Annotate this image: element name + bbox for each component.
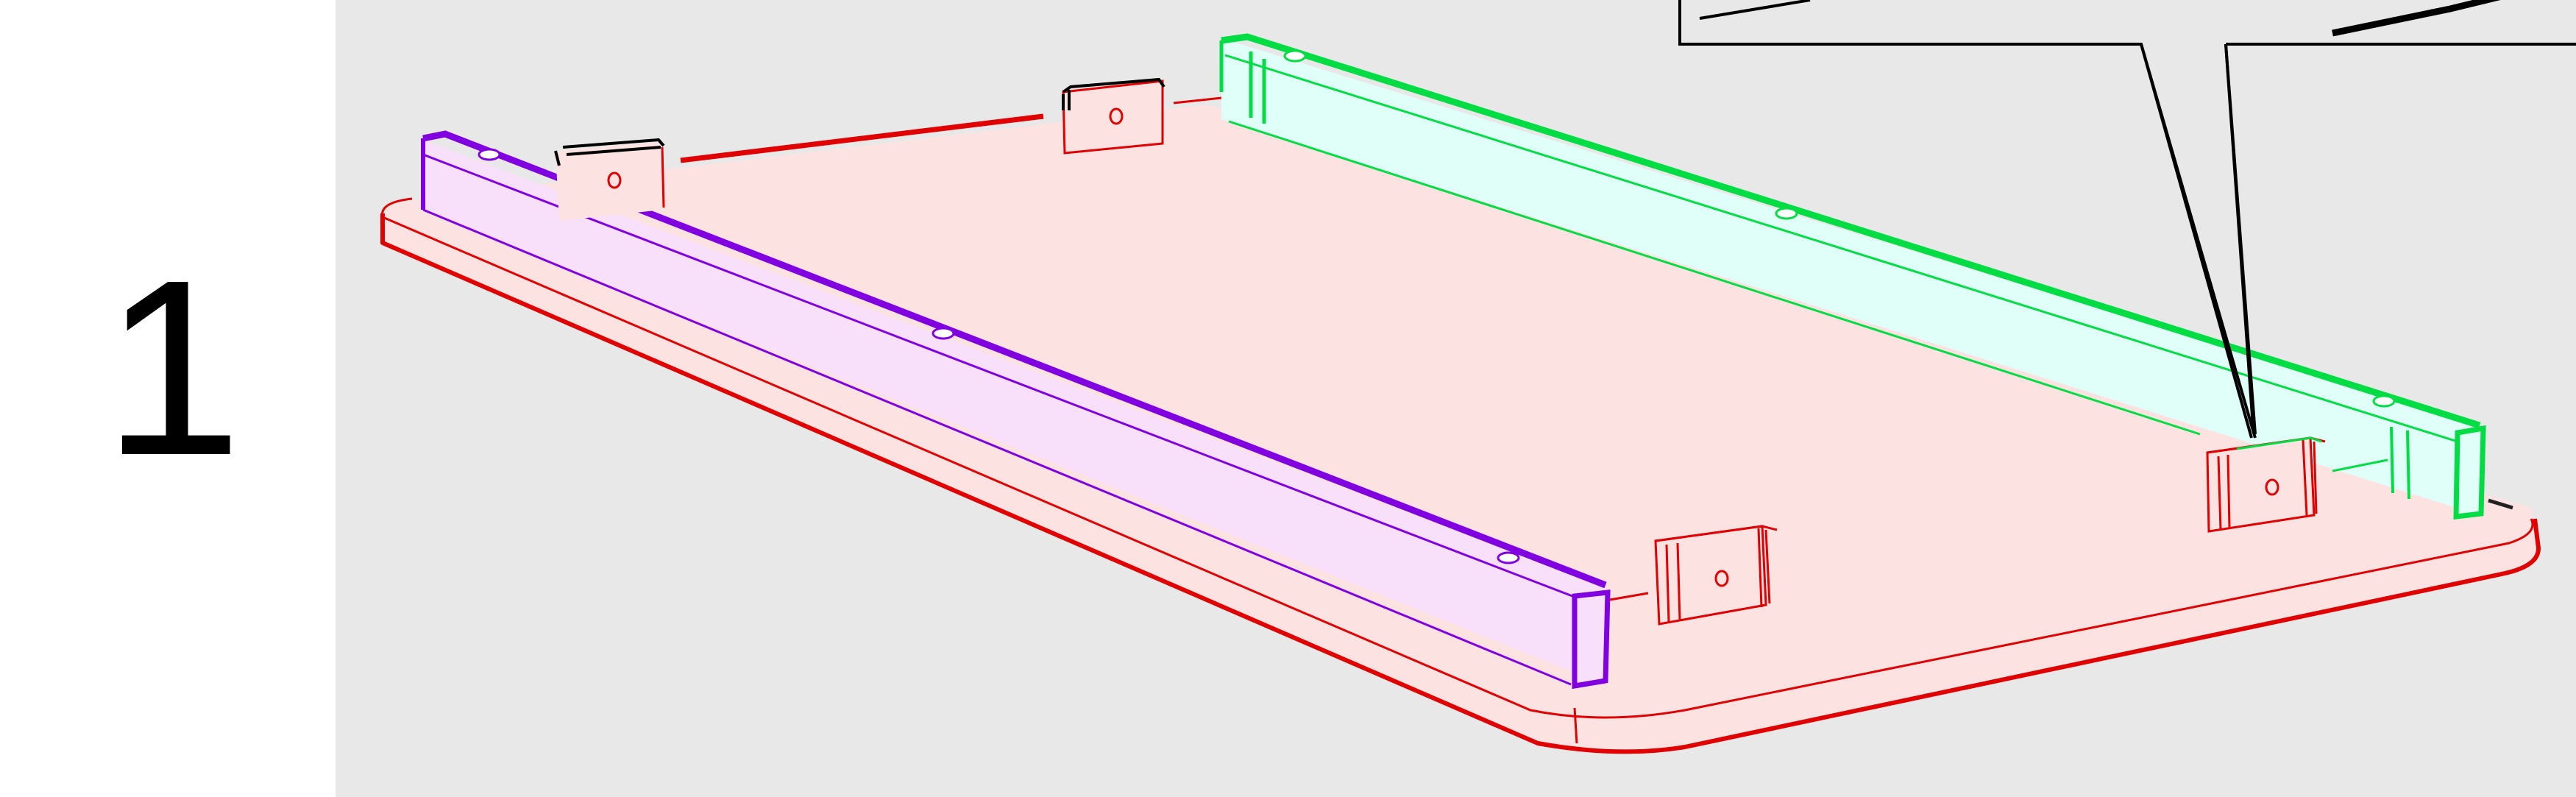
screw-hole-icon [933, 328, 954, 339]
callout-detail-line-left [1700, 0, 1810, 18]
callout-detail-line-right [2332, 0, 2502, 33]
screw-hole-icon [1498, 553, 1519, 563]
mounting-bracket-back-left [556, 140, 664, 221]
screw-hole-icon [479, 149, 500, 160]
screw-hole-icon [1776, 208, 1797, 219]
left-rail-right-end [1575, 592, 1608, 686]
screw-hole-icon [2374, 396, 2394, 406]
right-rail-right-end [2456, 428, 2483, 517]
board-back-edge-2 [1174, 97, 1229, 103]
mounting-bracket-back-middle [1063, 79, 1164, 153]
screw-hole-icon [1285, 51, 1305, 61]
